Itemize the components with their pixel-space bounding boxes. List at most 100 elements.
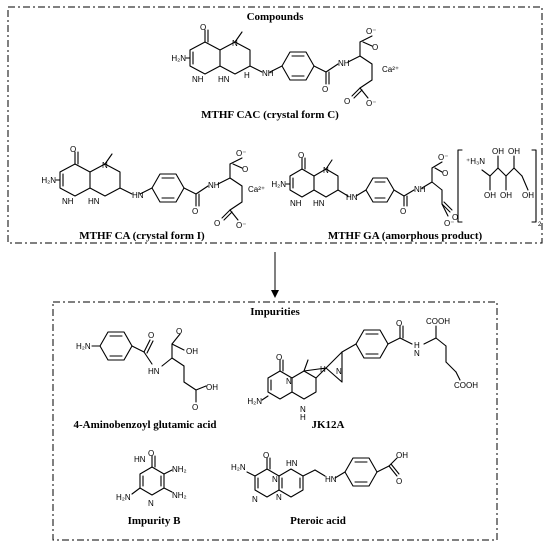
svg-text:O: O xyxy=(192,403,198,412)
svg-text:HN: HN xyxy=(88,197,100,206)
svg-text:⁺H₃N: ⁺H₃N xyxy=(466,157,485,166)
svg-text:O: O xyxy=(276,353,282,362)
svg-text:2: 2 xyxy=(538,222,542,228)
aminobenzoyl-glutamic-acid-structure: H₂N O HN O OH OH O xyxy=(76,327,218,412)
svg-text:OH: OH xyxy=(522,191,534,200)
svg-text:NH: NH xyxy=(290,199,302,208)
svg-text:O: O xyxy=(344,97,350,106)
svg-text:O⁻: O⁻ xyxy=(438,153,448,162)
svg-text:OH: OH xyxy=(484,191,496,200)
svg-text:O⁻: O⁻ xyxy=(444,219,454,228)
impurity-b-structure: O HN NH₂ NH₂ H₂N N xyxy=(116,449,187,508)
svg-text:O: O xyxy=(242,165,248,174)
svg-text:HN: HN xyxy=(286,459,298,468)
svg-text:O: O xyxy=(214,219,220,228)
svg-text:N: N xyxy=(336,367,342,376)
svg-text:HN: HN xyxy=(132,191,144,200)
svg-text:OH: OH xyxy=(396,451,408,460)
svg-text:O: O xyxy=(176,327,182,336)
compounds-panel-title: Compounds xyxy=(247,11,305,23)
transformation-arrow xyxy=(271,252,279,298)
svg-text:O: O xyxy=(452,213,458,222)
svg-text:NH: NH xyxy=(192,75,204,84)
svg-text:O: O xyxy=(70,145,76,154)
svg-text:HN: HN xyxy=(148,367,160,376)
svg-text:O: O xyxy=(322,85,328,94)
svg-text:HN: HN xyxy=(325,475,337,484)
svg-text:H: H xyxy=(414,341,420,350)
svg-text:O: O xyxy=(372,43,378,52)
svg-text:HN: HN xyxy=(134,455,146,464)
svg-text:O: O xyxy=(298,151,304,160)
svg-text:N: N xyxy=(323,166,329,175)
svg-text:O: O xyxy=(148,331,154,340)
svg-text:N: N xyxy=(272,475,278,484)
mthf-cac-caption: MTHF CAC (crystal form C) xyxy=(201,109,339,121)
svg-text:NH₂: NH₂ xyxy=(172,465,187,474)
svg-text:HN: HN xyxy=(346,193,358,202)
svg-text:N: N xyxy=(300,405,306,414)
svg-text:O: O xyxy=(263,451,269,460)
svg-text:NH: NH xyxy=(62,197,74,206)
svg-text:OH: OH xyxy=(500,191,512,200)
svg-text:O: O xyxy=(442,169,448,178)
jk12a-structure: H₂N O N N H H N O H N COOH COOH xyxy=(247,317,478,422)
svg-text:HN: HN xyxy=(313,199,325,208)
svg-text:H₂N: H₂N xyxy=(41,176,56,185)
svg-text:OH: OH xyxy=(186,347,198,356)
impurities-panel-frame xyxy=(52,301,498,541)
svg-text:NH₂: NH₂ xyxy=(172,491,187,500)
svg-text:O: O xyxy=(192,207,198,216)
mthf-cac-counterion: Ca²⁺ xyxy=(382,65,399,74)
impurities-panel-title: Impurities xyxy=(250,306,300,318)
mthf-ca-counterion: Ca²⁺ xyxy=(248,185,265,194)
svg-text:H: H xyxy=(320,365,326,374)
mthf-ga-caption: MTHF GA (amorphous product) xyxy=(328,230,483,242)
svg-text:COOH: COOH xyxy=(426,317,450,326)
pteroic-acid-structure: O H₂N N N N HN HN OH O xyxy=(231,451,408,504)
svg-text:O⁻: O⁻ xyxy=(236,149,246,158)
svg-text:N: N xyxy=(148,499,154,508)
svg-text:N: N xyxy=(414,349,420,358)
svg-text:OH: OH xyxy=(492,147,504,156)
svg-text:NH: NH xyxy=(208,181,220,190)
svg-text:N: N xyxy=(102,161,108,170)
svg-text:N: N xyxy=(232,39,238,48)
svg-text:O⁻: O⁻ xyxy=(366,27,376,36)
svg-text:H₂N: H₂N xyxy=(171,54,186,63)
svg-text:COOH: COOH xyxy=(454,381,478,390)
jk12a-caption: JK12A xyxy=(312,419,345,431)
svg-text:OH: OH xyxy=(206,383,218,392)
svg-text:N: N xyxy=(276,493,282,502)
svg-text:O: O xyxy=(148,449,154,458)
mthf-ca-caption: MTHF CA (crystal form I) xyxy=(79,230,205,242)
svg-text:H₂N: H₂N xyxy=(271,180,286,189)
svg-text:NH: NH xyxy=(338,59,350,68)
svg-text:HN: HN xyxy=(218,75,230,84)
impurity-b-caption: Impurity B xyxy=(128,515,182,527)
svg-text:N: N xyxy=(286,377,292,386)
compounds-panel-frame xyxy=(7,6,543,244)
svg-text:H₂N: H₂N xyxy=(76,342,91,351)
svg-text:OH: OH xyxy=(508,147,520,156)
svg-text:O: O xyxy=(400,207,406,216)
svg-text:O⁻: O⁻ xyxy=(236,221,246,230)
svg-text:O: O xyxy=(396,477,402,486)
svg-text:NH: NH xyxy=(414,185,426,194)
svg-text:NH: NH xyxy=(262,69,274,78)
svg-text:O: O xyxy=(396,319,402,328)
mthf-ga-structure: H₂N O NH HN N HN NH O O⁻ O O O⁻ ⁺H₃N OH … xyxy=(271,147,542,228)
svg-text:H: H xyxy=(300,413,306,422)
svg-text:H₂N: H₂N xyxy=(247,397,262,406)
aminobenzoyl-glutamic-acid-caption: 4-Aminobenzoyl glutamic acid xyxy=(74,419,217,431)
svg-text:H₂N: H₂N xyxy=(116,493,131,502)
svg-text:O⁻: O⁻ xyxy=(366,99,376,108)
svg-text:H: H xyxy=(244,71,250,80)
mthf-ca-structure: H₂N O NH HN N HN NH O O⁻ O O O⁻ Ca²⁺ xyxy=(41,145,265,230)
svg-text:N: N xyxy=(252,495,258,504)
svg-text:H₂N: H₂N xyxy=(231,463,246,472)
svg-text:O: O xyxy=(200,23,206,32)
pteroic-acid-caption: Pteroic acid xyxy=(290,515,346,527)
mthf-cac-structure: H₂N O NH HN H N NH NH O O⁻ O O O⁻ Ca²⁺ xyxy=(171,23,399,108)
